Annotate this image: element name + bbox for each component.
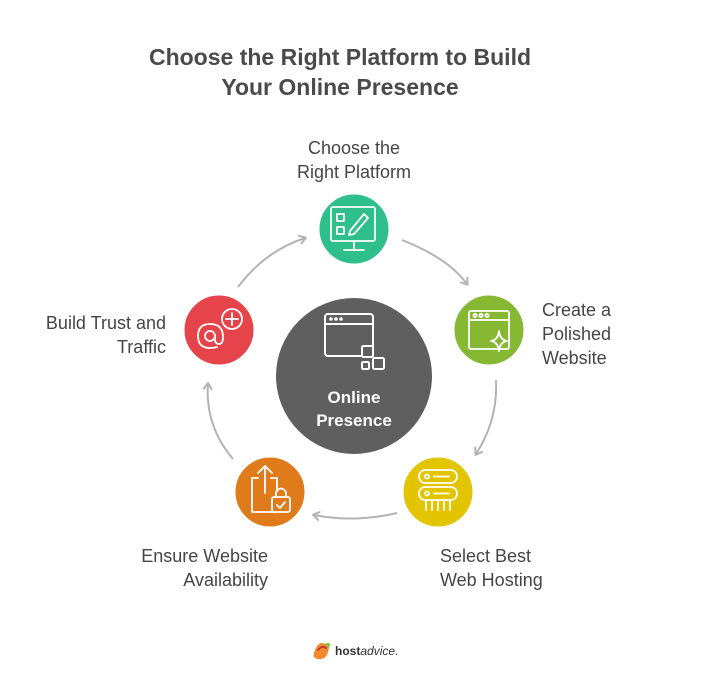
step-label-line: Ensure Website	[141, 546, 268, 566]
step-label-trust-traffic: Build Trust and Traffic	[16, 311, 166, 359]
step-label-create-website: Create a Polished Website	[542, 298, 692, 370]
page-title: Choose the Right Platform to Build Your …	[0, 42, 680, 102]
step-label-line: Right Platform	[296, 162, 412, 182]
step-label-line: Traffic	[116, 337, 166, 357]
checklist-edit-icon	[330, 206, 376, 251]
step-node-availability	[232, 454, 308, 530]
brand-bold: host	[335, 644, 361, 658]
cycle-arrow-5	[237, 234, 307, 288]
cycle-arrow-4	[202, 382, 234, 460]
step-node-choose-platform	[316, 191, 392, 267]
step-label-line: Create a	[542, 300, 612, 320]
step-label-availability: Ensure Website Availability	[90, 544, 268, 592]
step-circle	[316, 191, 392, 267]
center-label-line-2: Presence	[316, 411, 392, 430]
step-label-line: Polished	[542, 324, 612, 344]
upload-lock-icon	[251, 465, 291, 513]
step-circle	[181, 292, 257, 368]
center-node	[272, 294, 436, 458]
browser-sparkle-icon	[468, 310, 510, 352]
step-label-line: Website	[542, 348, 607, 368]
hostadvice-logo-icon	[313, 642, 331, 660]
step-circle	[451, 292, 527, 368]
center-label: Online Presence	[279, 386, 429, 432]
step-label-line: Choose the	[307, 138, 401, 158]
center-circle	[272, 294, 436, 458]
step-circle	[232, 454, 308, 530]
step-node-web-hosting	[400, 454, 476, 530]
cycle-arrow-2	[474, 379, 498, 456]
center-label-line-1: Online	[327, 388, 381, 407]
step-label-line: Web Hosting	[440, 570, 543, 590]
step-label-line: Availability	[183, 570, 268, 590]
footer-brand: hostadvice.	[306, 640, 398, 662]
at-plus-icon	[197, 308, 243, 349]
step-label-choose-platform: Choose the Right Platform	[254, 136, 454, 184]
step-label-web-hosting: Select Best Web Hosting	[440, 544, 610, 592]
brand-end: .	[395, 644, 399, 658]
brand-name: hostadvice.	[335, 644, 398, 658]
step-node-create-website	[451, 292, 527, 368]
server-icon	[418, 469, 458, 511]
cycle-arrow-3	[312, 511, 398, 521]
step-label-line: Select Best	[440, 546, 532, 566]
title-line-1: Choose the Right Platform to Build	[148, 44, 532, 70]
title-line-2: Your Online Presence	[221, 74, 459, 100]
window-grid-icon	[324, 313, 385, 370]
cycle-arrow-1	[401, 239, 469, 286]
step-label-line: Build Trust and	[45, 313, 166, 333]
step-circle	[400, 454, 476, 530]
brand-regular: advice	[360, 644, 396, 658]
step-node-trust-traffic	[181, 292, 257, 368]
